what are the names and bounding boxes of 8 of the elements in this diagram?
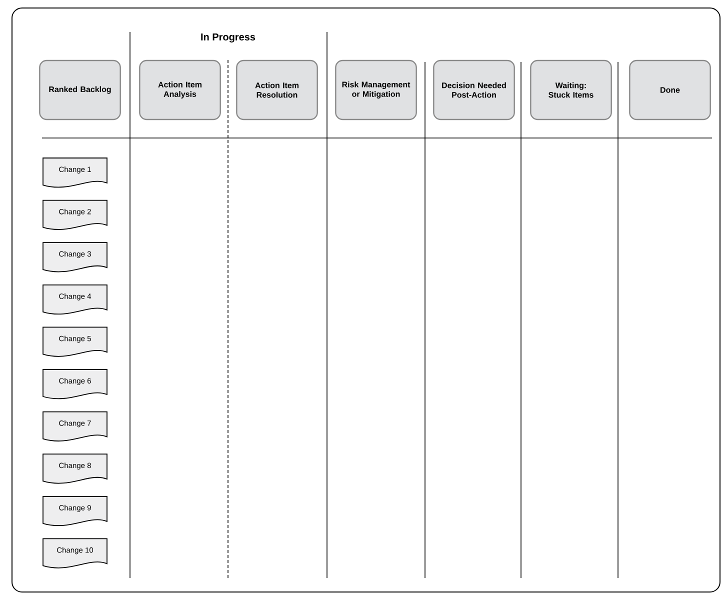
- column-group-heading: In Progress: [201, 34, 256, 42]
- column-header-box: Decision Needed Post-Action: [433, 60, 515, 120]
- column-header-box: Done: [629, 60, 711, 120]
- column-header-box: Waiting: Stuck Items: [530, 60, 612, 120]
- column-header-box: Action Item Resolution: [236, 60, 318, 120]
- column-header-box: Action Item Analysis: [139, 60, 221, 120]
- column-header-box: Risk Management or Mitigation: [335, 60, 417, 120]
- column-header-box: Ranked Backlog: [39, 60, 121, 120]
